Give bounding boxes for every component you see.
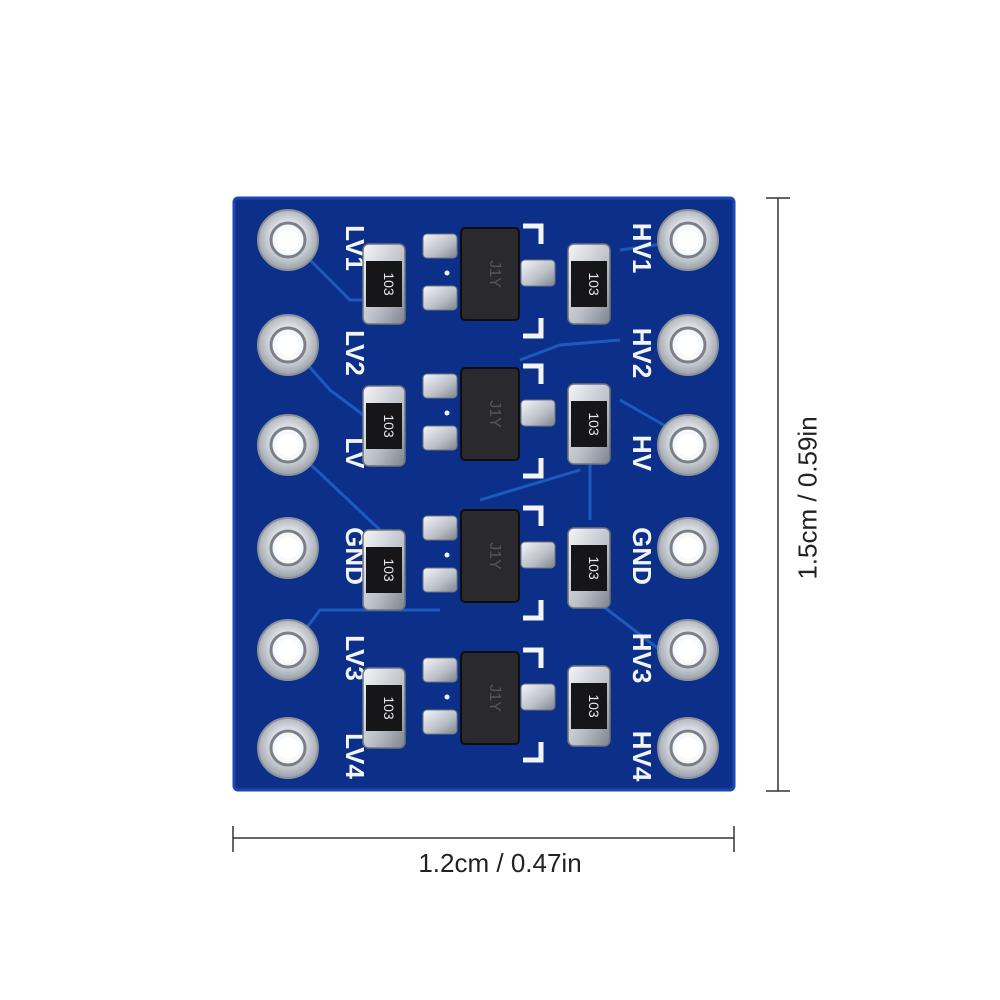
resistor-marking: 103 (586, 694, 602, 718)
mosfet-chip: J1Y (422, 505, 556, 621)
resistor-103: 103 (362, 667, 406, 749)
mosfet-chip: J1Y (422, 223, 556, 339)
right-pin-pad (657, 717, 719, 779)
left-pin-pad (257, 414, 319, 476)
left-pin-pad (257, 619, 319, 681)
right-pin-pad (657, 517, 719, 579)
resistor-103: 103 (567, 243, 611, 325)
left-pin-pad (257, 314, 319, 376)
right-pin-label: HV (627, 435, 657, 472)
right-pin-pad (657, 414, 719, 476)
width-dimension-label: 1.2cm / 0.47in (418, 848, 582, 878)
resistor-marking: 103 (586, 272, 602, 296)
right-pin-column (657, 209, 719, 779)
right-pin-pad (657, 209, 719, 271)
height-dimension-label: 1.5cm / 0.59in (792, 416, 823, 580)
chip-marking: J1Y (486, 542, 503, 570)
width-dimension-line (232, 826, 735, 852)
chip-marking: J1Y (486, 260, 503, 288)
right-pin-label: HV4 (627, 731, 657, 782)
right-pin-label: HV1 (627, 223, 657, 274)
resistor-103: 103 (362, 243, 406, 325)
left-pin-pad (257, 209, 319, 271)
resistor-103: 103 (567, 665, 611, 747)
resistor-103: 103 (567, 383, 611, 465)
resistor-marking: 103 (381, 414, 397, 438)
height-dimension-line (766, 197, 790, 792)
resistor-103: 103 (362, 529, 406, 611)
left-pin-column (257, 209, 319, 779)
resistor-103: 103 (567, 527, 611, 609)
chip-marking: J1Y (486, 400, 503, 428)
mosfet-chip: J1Y (422, 363, 556, 479)
chip-marking: J1Y (486, 684, 503, 712)
right-pin-label: HV3 (627, 633, 657, 684)
right-pin-label: HV2 (627, 328, 657, 379)
right-pin-label: GND (627, 527, 657, 585)
level-shift-channel: 103 J1Y 103 (362, 647, 611, 763)
resistor-marking: 103 (586, 556, 602, 580)
level-shift-channel: 103 J1Y 103 (362, 223, 611, 339)
mosfet-chip: J1Y (422, 647, 556, 763)
resistor-103: 103 (362, 385, 406, 467)
resistor-marking: 103 (381, 696, 397, 720)
left-pin-pad (257, 717, 319, 779)
left-pin-pad (257, 517, 319, 579)
level-shift-channel: 103 J1Y 103 (362, 363, 611, 479)
resistor-marking: 103 (586, 412, 602, 436)
level-shift-channel: 103 J1Y 103 (362, 505, 611, 621)
left-pin-label: LV2 (340, 330, 370, 376)
resistor-marking: 103 (381, 272, 397, 296)
right-pin-pad (657, 619, 719, 681)
right-pin-pad (657, 314, 719, 376)
resistor-marking: 103 (381, 558, 397, 582)
